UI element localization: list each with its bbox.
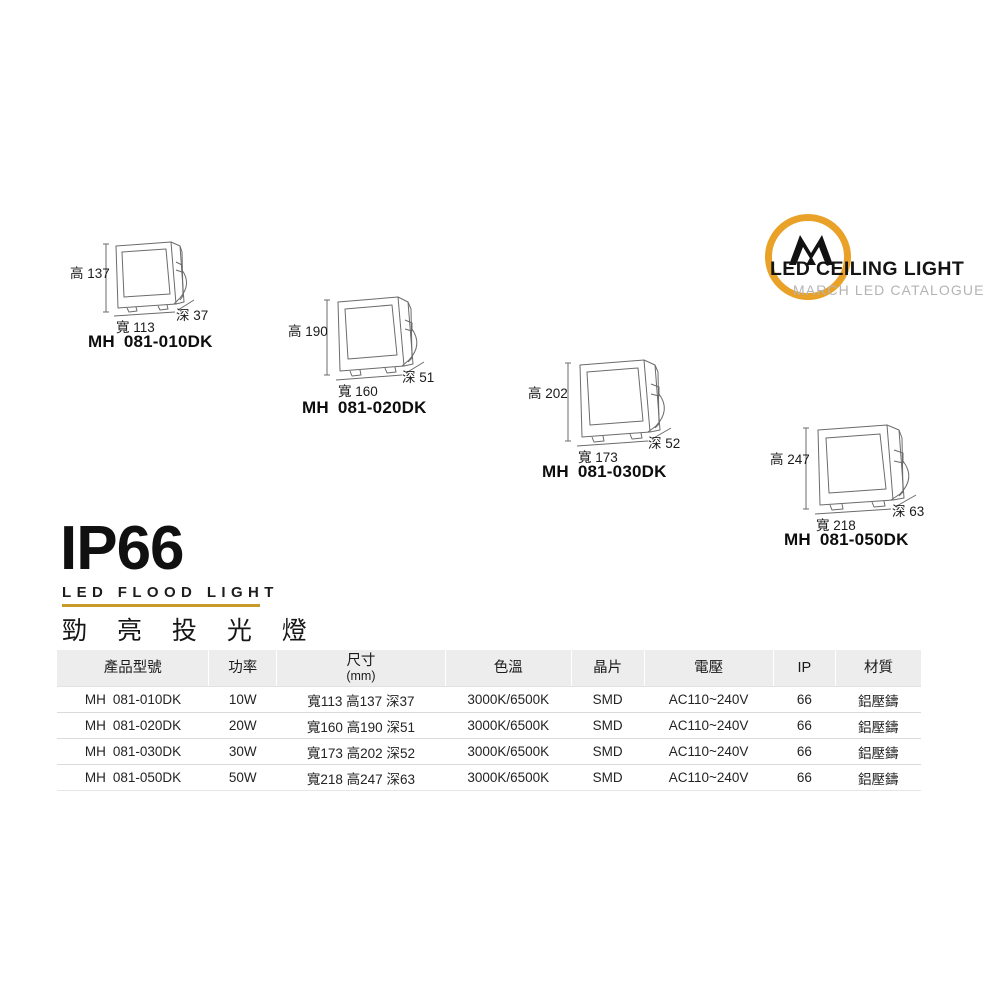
column-header-model: 產品型號 [57, 650, 210, 687]
ip-rating-title: IP66 [60, 514, 185, 583]
cell-chip: SMD [571, 686, 645, 713]
cell-voltage: AC110~240V [644, 712, 774, 739]
cell-size: 寬218 高247 深63 [276, 764, 446, 791]
product-type-title-cn: 勁 亮 投 光 燈 [62, 615, 318, 645]
floodlight-drawing [103, 241, 195, 317]
logo-ring-icon [765, 214, 851, 300]
logo-subtitle: MARCH LED CATALOGUE [793, 282, 985, 298]
cell-cct: 3000K/6500K [445, 686, 572, 713]
cell-ip: 66 [773, 686, 836, 713]
product-type-title: LED FLOOD LIGHT [62, 584, 279, 601]
cell-size: 寬113 高137 深37 [276, 686, 446, 713]
cell-voltage: AC110~240V [644, 686, 774, 713]
dimension-width: 寬 160 [338, 384, 378, 399]
cell-chip: SMD [571, 738, 645, 765]
floodlight-drawing [565, 359, 672, 447]
cell-material: 鋁壓鑄 [835, 686, 921, 713]
cell-cct: 3000K/6500K [445, 712, 572, 739]
column-header-power: 功率 [208, 650, 278, 687]
column-header-chip: 晶片 [571, 650, 645, 687]
dimension-width: 寬 113 [116, 320, 155, 335]
gold-divider [62, 604, 260, 607]
cell-cct: 3000K/6500K [445, 738, 572, 765]
model-code: 081-030DK [577, 462, 667, 481]
cell-ip: 66 [773, 764, 836, 791]
cell-cct: 3000K/6500K [445, 764, 572, 791]
cell-voltage: AC110~240V [644, 738, 774, 765]
model-code: 081-020DK [337, 398, 427, 417]
product-figure-081-050DK: 高 247 寬 218 深 63 MH 081-050DK [770, 418, 995, 550]
cell-material: 鋁壓鑄 [835, 738, 921, 765]
cell-power: 10W [208, 686, 277, 713]
floodlight-drawing [803, 424, 917, 515]
logo-title: LED CEILING LIGHT [770, 258, 965, 280]
column-header-ip: IP [773, 650, 837, 687]
dimension-width: 寬 218 [816, 518, 856, 533]
dimension-height: 高 247 [770, 452, 810, 467]
cell-power: 20W [208, 712, 277, 739]
dimension-height: 高 202 [528, 386, 568, 401]
floodlight-drawing [324, 296, 425, 381]
dimension-depth: 深 37 [176, 308, 209, 323]
dimension-depth: 深 52 [648, 436, 681, 451]
heading-block: IP66 LED FLOOD LIGHT 勁 亮 投 光 燈 [60, 514, 380, 647]
model-prefix: MH [302, 398, 329, 417]
product-figure-081-030DK: 高 202 寬 173 深 52 MH 081-030DK [528, 352, 768, 482]
cell-voltage: AC110~240V [644, 764, 774, 791]
cell-size: 寬160 高190 深51 [276, 712, 446, 739]
dimension-depth: 深 51 [402, 370, 435, 385]
cell-power: 30W [208, 738, 277, 765]
cell-power: 50W [208, 764, 277, 791]
cell-size: 寬173 高202 深52 [276, 738, 446, 765]
product-model-label: MH 081-010DK [88, 332, 213, 352]
cell-material: 鋁壓鑄 [835, 764, 921, 791]
cell-chip: SMD [571, 764, 645, 791]
dimension-width: 寬 173 [578, 450, 618, 465]
cell-material: 鋁壓鑄 [835, 712, 921, 739]
product-model-label: MH 081-030DK [542, 462, 667, 482]
cell-chip: SMD [571, 712, 645, 739]
product-model-label: MH 081-020DK [302, 398, 427, 418]
dimension-height: 高 137 [70, 266, 110, 281]
logo-m-mark-icon [789, 235, 833, 265]
column-header-size: 尺寸 (mm) [276, 650, 446, 687]
product-figure-081-010DK: 高 137 寬 113 深 37 MH 081-010DK [70, 232, 300, 352]
model-prefix: MH [784, 530, 811, 549]
dimension-depth: 深 63 [892, 504, 925, 519]
model-prefix: MH [88, 332, 115, 351]
cell-ip: 66 [773, 712, 836, 739]
table-header-row: 產品型號 功率 尺寸 (mm) 色溫 晶片 電壓 [57, 650, 921, 687]
column-header-voltage: 電壓 [644, 650, 774, 687]
product-figure-081-020DK: 高 190 寬 160 深 51 MH 081-020DK [288, 288, 528, 418]
spec-table: 產品型號 功率 尺寸 (mm) 色溫 晶片 電壓 [57, 650, 921, 791]
model-code: 081-050DK [819, 530, 909, 549]
product-model-label: MH 081-050DK [784, 530, 909, 550]
brand-logo: LED CEILING LIGHT MARCH LED CATALOGUE [755, 212, 985, 308]
cell-ip: 66 [773, 738, 836, 765]
dimension-height: 高 190 [288, 324, 328, 339]
model-prefix: MH [542, 462, 569, 481]
model-code: 081-010DK [123, 332, 213, 351]
column-header-material: 材質 [835, 650, 921, 687]
column-header-cct: 色溫 [445, 650, 572, 687]
